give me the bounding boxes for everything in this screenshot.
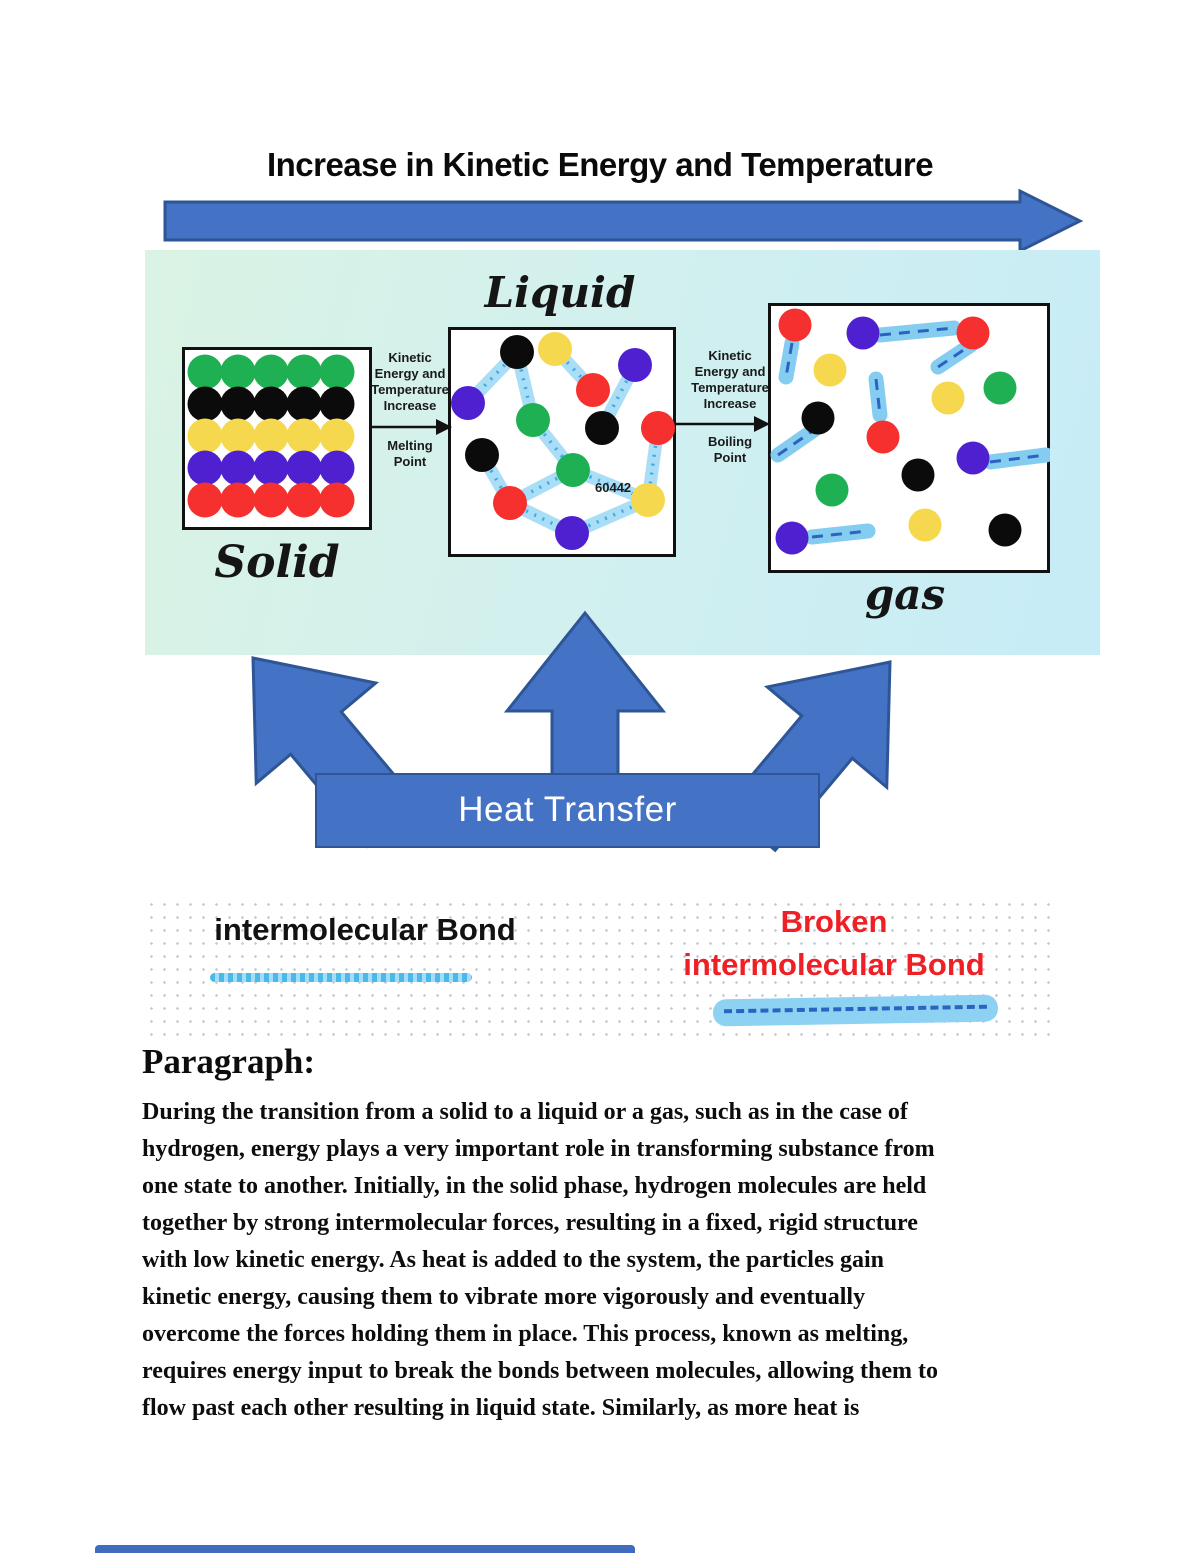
boiling-point-label: Boiling Point	[707, 434, 753, 465]
particle	[775, 521, 809, 555]
particle	[846, 316, 880, 350]
particle	[187, 386, 223, 422]
particle	[956, 441, 990, 475]
particle	[187, 450, 223, 486]
particle	[220, 418, 256, 454]
particle	[319, 418, 355, 454]
broken-bond-dash	[784, 342, 794, 378]
paragraph-body: During the transition from a solid to a …	[142, 1094, 1102, 1427]
particle	[319, 354, 355, 390]
particle	[286, 354, 322, 390]
particle	[813, 353, 847, 387]
particle	[555, 516, 589, 550]
melting-arrow	[372, 419, 452, 435]
liquid-state-box	[448, 327, 676, 557]
particle	[801, 401, 835, 435]
particle	[187, 418, 223, 454]
particle	[631, 483, 665, 517]
broken-bond-dash	[811, 529, 869, 539]
broken-bond-dash	[777, 428, 815, 457]
solid-label: Solid	[214, 537, 340, 588]
particle	[319, 386, 355, 422]
broken-bond-dash	[989, 453, 1047, 464]
particle	[538, 332, 572, 366]
page-title: Increase in Kinetic Energy and Temperatu…	[266, 146, 934, 183]
particle	[931, 381, 965, 415]
broken-bond-dash	[724, 1004, 987, 1014]
gas-label: gas	[864, 570, 946, 619]
bond-dots	[646, 427, 660, 501]
particle	[956, 316, 990, 350]
paragraph-line: hydrogen, energy plays a very important …	[142, 1136, 935, 1162]
broken-bond-dash	[874, 378, 882, 416]
liquid-label: Liquid	[484, 268, 636, 317]
melting-transition-label: Kinetic Energy and Temperature Increase	[371, 350, 449, 413]
particle	[220, 354, 256, 390]
arrow-head	[436, 419, 452, 435]
particle	[901, 458, 935, 492]
melting-point-label: Melting Point	[387, 438, 433, 469]
paragraph-heading: Paragraph:	[142, 1042, 316, 1081]
particle	[187, 482, 223, 518]
particle	[253, 354, 289, 390]
particle	[220, 482, 256, 518]
particle	[220, 386, 256, 422]
paragraph-line: kinetic energy, causing them to vibrate …	[142, 1284, 866, 1310]
particle	[556, 453, 590, 487]
intermolecular-bond-label: intermolecular Bond	[214, 912, 516, 947]
boiling-arrow	[676, 416, 770, 432]
paragraph-line: During the transition from a solid to a …	[142, 1099, 908, 1125]
broken-bond-marker	[712, 994, 999, 1027]
solid-state-box	[182, 347, 372, 530]
particle	[253, 418, 289, 454]
particle	[516, 403, 550, 437]
particle	[983, 371, 1017, 405]
particle	[187, 354, 223, 390]
states-diagram-panel: Liquid Solid gas Kinetic Energy and Temp…	[145, 250, 1100, 655]
right-arrow-shape	[163, 188, 1084, 254]
particle	[815, 473, 849, 507]
particle	[585, 411, 619, 445]
paragraph-line: requires energy input to break the bonds…	[142, 1358, 938, 1384]
particle	[576, 373, 610, 407]
intermolecular-bond-line	[210, 973, 472, 982]
watermark: 60442	[595, 480, 632, 495]
particle	[641, 411, 675, 445]
particle	[500, 335, 534, 369]
particle	[319, 482, 355, 518]
broken-bond-dash	[879, 326, 955, 337]
paragraph-line: overcome the forces holding them in plac…	[142, 1321, 909, 1347]
particle	[988, 513, 1022, 547]
particle	[253, 386, 289, 422]
particle	[319, 450, 355, 486]
broken-bond-label: Broken intermolecular Bond	[683, 904, 985, 982]
particle	[286, 450, 322, 486]
paragraph-line: flow past each other resulting in liquid…	[142, 1395, 860, 1421]
particle	[778, 308, 812, 342]
particle	[493, 486, 527, 520]
paragraph-line: with low kinetic energy. As heat is adde…	[142, 1247, 884, 1273]
gas-state-box	[768, 303, 1050, 573]
particle	[286, 418, 322, 454]
particle	[286, 482, 322, 518]
particle	[253, 450, 289, 486]
paragraph-line: one state to another. Initially, in the …	[142, 1173, 927, 1199]
paragraph-line: together by strong intermolecular forces…	[142, 1210, 918, 1236]
particle	[618, 348, 652, 382]
particle	[253, 482, 289, 518]
bond-legend: intermolecular Bond Broken intermolecula…	[145, 898, 1060, 1038]
heat-transfer-label: Heat Transfer	[458, 790, 677, 829]
particle	[908, 508, 942, 542]
particle	[286, 386, 322, 422]
particle	[866, 420, 900, 454]
broken-bond-dash	[937, 343, 972, 369]
heat-transfer-banner: Heat Transfer	[315, 773, 820, 848]
particle	[451, 386, 485, 420]
kinetic-energy-arrow	[163, 188, 1084, 254]
boiling-transition-label: Kinetic Energy and Temperature Increase	[691, 348, 769, 411]
bottom-blue-strip	[95, 1545, 635, 1553]
particle	[465, 438, 499, 472]
particle	[220, 450, 256, 486]
arrow-head	[754, 416, 770, 432]
